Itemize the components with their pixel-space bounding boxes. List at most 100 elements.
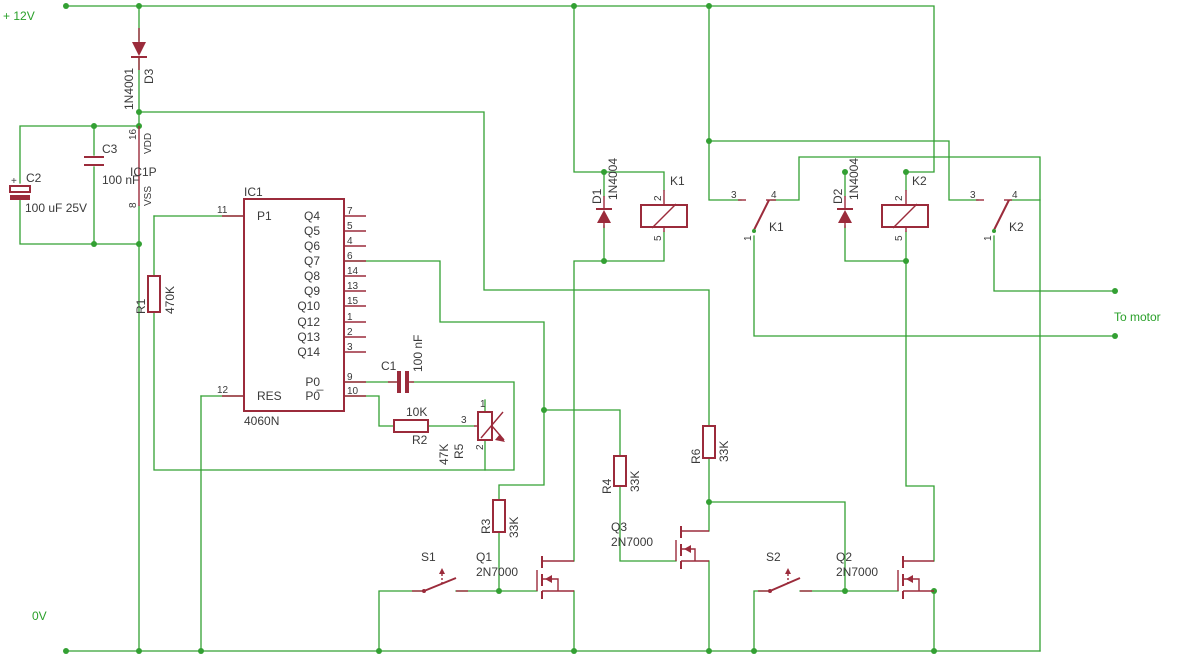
s2-name: S2 <box>766 550 781 564</box>
d1-value: 1N4004 <box>606 158 620 200</box>
k1-coil-pin-a: 2 <box>653 195 664 201</box>
d2-value: 1N4004 <box>847 158 861 200</box>
c2-name: C2 <box>26 171 42 185</box>
diode-d3: D3 1N4001 <box>122 28 156 110</box>
capacitor-c2: + C2 100 uF 25V <box>9 171 87 215</box>
diode-d1: D1 1N4004 <box>590 158 620 228</box>
ic1-pin-number: 14 <box>347 266 359 277</box>
ic1-pin-number: 7 <box>347 206 353 217</box>
ic1-pin-label: Q12 <box>297 315 320 329</box>
mosfet-q1: Q1 2N7000 <box>476 550 574 599</box>
resistor-r1: R1 470K <box>134 275 177 314</box>
d2-name: D2 <box>831 188 845 204</box>
capacitor-c1: C1 100 nF <box>381 335 425 393</box>
ic1-pin-label: Q13 <box>297 330 320 344</box>
ic1-pin-label: Q8 <box>304 269 320 283</box>
r5-value: 47K <box>437 444 451 465</box>
r1-value: 470K <box>163 286 177 314</box>
resistor-r6: R6 33K <box>689 425 731 464</box>
ic1-name: IC1 <box>244 185 263 199</box>
relay-k1-coil: 2 5 K1 <box>640 174 688 241</box>
ic1-pin-number: 1 <box>347 312 353 323</box>
r6-value: 33K <box>717 441 731 462</box>
ic1-right-pins: 7Q45Q54Q66Q714Q813Q915Q101Q122Q133Q149P0… <box>297 206 366 403</box>
q3-value: 2N7000 <box>611 535 653 549</box>
d3-name: D3 <box>142 68 156 84</box>
ic1-pin-label: Q5 <box>304 224 320 238</box>
c2-value: 100 uF 25V <box>25 201 87 215</box>
d3-value: 1N4001 <box>122 68 136 110</box>
ic1-pin-label: Q9 <box>304 284 320 298</box>
mosfet-q2: Q2 2N7000 <box>836 550 934 599</box>
q2-value: 2N7000 <box>836 565 878 579</box>
ic1-pin-number: 11 <box>217 205 228 216</box>
ground-label: 0V <box>32 609 47 623</box>
relay-k2-coil: 2 5 K2 <box>881 174 929 241</box>
ic1p-name: IC1P <box>130 165 157 179</box>
k2-contact-name: K2 <box>1009 220 1024 234</box>
ic1-pin-number: 5 <box>347 221 353 232</box>
ic1-pin-label: Q14 <box>297 345 320 359</box>
ic1-pin-number: 9 <box>347 372 353 383</box>
r4-name: R4 <box>600 478 614 494</box>
c3-value: 100 nF <box>102 173 139 187</box>
k1-contact-name: K1 <box>769 220 784 234</box>
switch-s1: S1 <box>412 550 468 593</box>
ic1p-vss: VSS <box>143 186 154 206</box>
resistor-r3: R3 33K <box>479 499 521 538</box>
k2-pin-no: 4 <box>1012 190 1018 201</box>
q2-name: Q2 <box>836 550 852 564</box>
ic1p-vdd: VDD <box>143 133 154 154</box>
ic1-pin-number: 13 <box>347 281 359 292</box>
k1-pin-nc: 3 <box>731 190 737 201</box>
ic1-pin-label: P0̅ <box>305 389 324 403</box>
resistor-r4: R4 33K <box>600 455 642 494</box>
k2-coil-pin-a: 2 <box>894 195 905 201</box>
ic1-pin-number: 15 <box>347 296 359 307</box>
ic1-pin-number: 10 <box>347 386 359 397</box>
ic1-pin-label: Q6 <box>304 239 320 253</box>
c1-name: C1 <box>381 359 397 373</box>
ic1-pin-label: RES <box>257 389 282 403</box>
ic1p-pin-vss: 8 <box>128 202 139 208</box>
r3-value: 33K <box>507 517 521 538</box>
r5-pin2: 2 <box>475 444 486 450</box>
r5-pin3: 3 <box>461 415 467 426</box>
r5-name: R5 <box>452 443 466 459</box>
ic1-power-unit: IC1P VDD VSS 16 8 <box>128 126 157 208</box>
diode-d2: D2 1N4004 <box>831 158 861 228</box>
relay-k2-contact: 3 4 1 K2 <box>970 190 1024 241</box>
r4-value: 33K <box>628 471 642 492</box>
resistor-r2: 10K R2 <box>393 405 429 447</box>
junction-dots <box>63 3 1118 654</box>
ic1-pin-number: 4 <box>347 236 353 247</box>
ic1-pin-label: Q4 <box>304 209 320 223</box>
relay-k1-contact: 3 4 1 K1 <box>731 190 784 241</box>
mosfet-q3: Q3 2N7000 <box>611 520 709 569</box>
k2-pin-com: 1 <box>983 235 994 241</box>
ic1-pin-label: Q10 <box>297 299 320 313</box>
motor-output-label: To motor <box>1114 310 1161 324</box>
ic1p-pin-vdd: 16 <box>128 128 139 140</box>
svg-text:+: + <box>11 176 17 187</box>
k1-coil-name: K1 <box>670 174 685 188</box>
ic1-pin-number: 2 <box>347 327 353 338</box>
r2-value: 10K <box>406 405 427 419</box>
r5-pin1: 1 <box>480 399 486 410</box>
wires <box>19 5 1116 652</box>
potentiometer-r5: 1 3 2 R5 47K <box>437 399 505 465</box>
r3-name: R3 <box>479 518 493 534</box>
s1-name: S1 <box>421 550 436 564</box>
supply-label: + 12V <box>3 9 35 23</box>
k2-pin-nc: 3 <box>970 190 976 201</box>
ic1-pin-number: 3 <box>347 342 353 353</box>
capacitor-c3: C3 100 nF <box>84 142 139 187</box>
q3-name: Q3 <box>611 520 627 534</box>
ic1-pin-label: Q7 <box>304 254 320 268</box>
q1-name: Q1 <box>476 550 492 564</box>
q1-value: 2N7000 <box>476 565 518 579</box>
d1-name: D1 <box>590 188 604 204</box>
k1-pin-no: 4 <box>771 190 777 201</box>
